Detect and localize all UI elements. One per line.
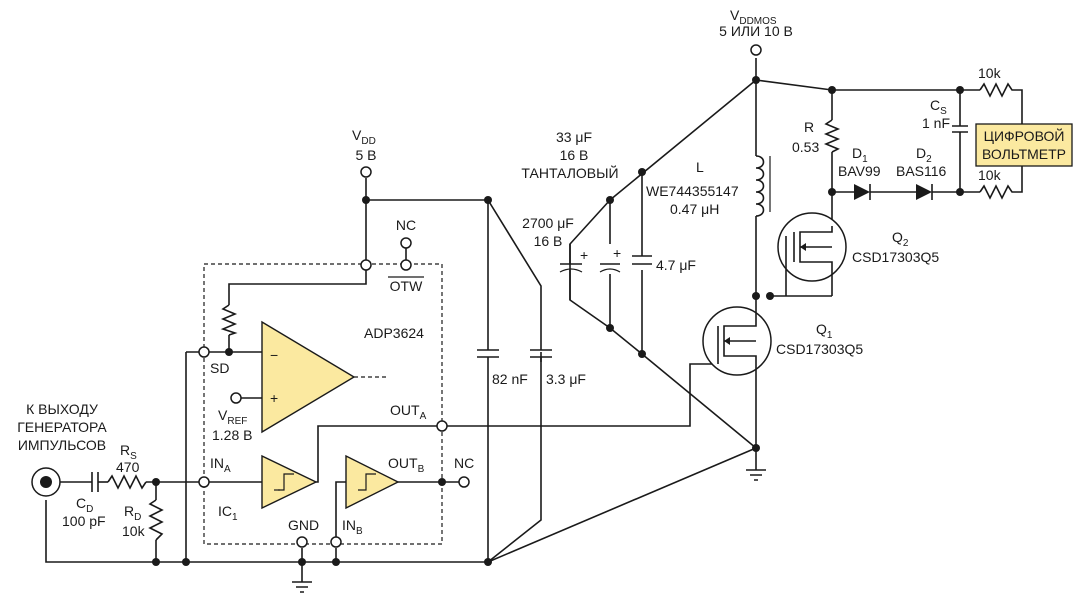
voltmeter-label-2: ВОЛЬТМЕТР	[982, 146, 1066, 162]
opamp-minus: −	[270, 347, 278, 363]
gnd-label: GND	[288, 517, 319, 533]
c82-label: 82 nF	[492, 371, 528, 387]
q2-part: CSD17303Q5	[852, 249, 939, 265]
opamp-triangle	[261, 320, 356, 434]
c2700-line-2: 16 В	[534, 233, 563, 249]
adp3624-boundary	[203, 263, 443, 545]
vref-label: VREF	[218, 407, 247, 427]
cd-label: CD	[76, 495, 93, 515]
opamp-plus: +	[270, 390, 278, 406]
c33-label: 3.3 μF	[546, 371, 586, 387]
vref-value: 1.28 В	[212, 427, 252, 443]
outa-label: OUTA	[390, 402, 427, 422]
rs-label: RS	[120, 442, 137, 462]
ina-label: INA	[210, 455, 231, 475]
capacitor-3-3uf	[530, 349, 552, 358]
power-stage	[559, 58, 1023, 481]
rs-value: 470	[116, 459, 140, 475]
r-value: 0.53	[792, 139, 819, 155]
inb-label: INB	[342, 517, 363, 537]
nc-top-label: NC	[396, 217, 416, 233]
tant-line-3: ТАНТАЛОВЫЙ	[521, 164, 618, 181]
vdd-bus	[228, 178, 542, 562]
capacitor-82nf	[477, 349, 499, 358]
r-label: R	[804, 119, 814, 135]
junction-dots	[152, 76, 964, 566]
ic1-label: IC1	[218, 503, 238, 523]
cd-value: 100 pF	[62, 513, 106, 529]
voltmeter-box	[975, 123, 1073, 167]
q2-label: Q2	[892, 229, 909, 249]
inductor-label: L	[696, 159, 704, 175]
otw-label: OTW	[390, 278, 423, 294]
source-label-2: ГЕНЕРАТОРА	[17, 419, 107, 435]
q1-label: Q1	[816, 321, 833, 341]
c47-label: 4.7 μF	[656, 257, 696, 273]
vddmos-value: 5 ИЛИ 10 В	[719, 23, 793, 39]
vdd-value: 5 В	[355, 147, 376, 163]
r10k-bottom-label: 10k	[978, 167, 1002, 183]
cs-label: CS	[930, 97, 947, 117]
buffer-a-triangle	[261, 454, 318, 510]
terminals	[198, 44, 762, 548]
outb-label: OUTB	[388, 455, 425, 475]
c2700-plus-2: +	[613, 245, 621, 261]
inductor-part: WE744355147	[646, 183, 739, 199]
voltmeter-label-1: ЦИФРОВОЙ	[984, 127, 1065, 144]
input-network	[31, 304, 238, 541]
source-label-1: К ВЫХОДУ	[26, 401, 98, 417]
rd-value: 10k	[122, 523, 146, 539]
d1-part: BAV99	[838, 163, 881, 179]
c2700-plus-1: +	[580, 247, 588, 263]
tant-line-1: 33 μF	[556, 129, 592, 145]
source-label-3: ИМПУЛЬСОВ	[18, 437, 106, 453]
inductor-value: 0.47 μH	[670, 201, 719, 217]
d1-label: D1	[852, 145, 868, 165]
d2-part: BAS116	[896, 163, 947, 179]
vddmos-label: VDDMOS	[730, 7, 777, 27]
d2-label: D2	[916, 145, 932, 165]
ground-bus	[45, 352, 757, 593]
rd-label: RD	[124, 503, 141, 523]
tant-line-2: 16 В	[560, 147, 589, 163]
sd-label: SD	[210, 360, 229, 376]
nc-right-label: NC	[454, 455, 474, 471]
q1-part: CSD17303Q5	[776, 341, 863, 357]
vdd-label: VDD	[352, 127, 376, 147]
r10k-top-label: 10k	[978, 65, 1002, 81]
adp3624-label: ADP3624	[364, 325, 424, 341]
cs-value: 1 nF	[922, 115, 950, 131]
c2700-line-1: 2700 μF	[522, 215, 574, 231]
